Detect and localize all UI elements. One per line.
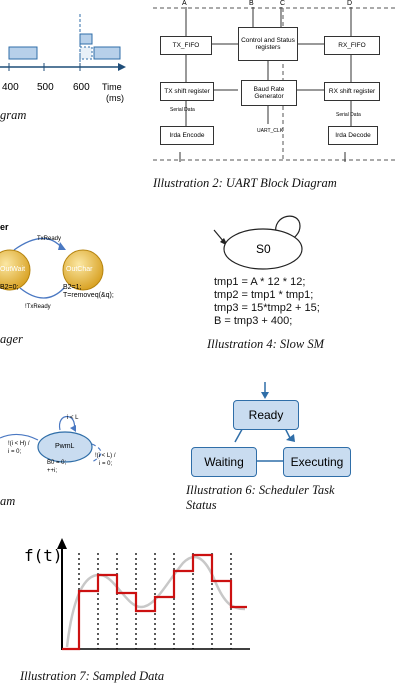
timeline-svg xyxy=(0,14,126,71)
state-pwml xyxy=(37,431,93,463)
tx-fifo-block: TX_FIFO xyxy=(160,36,212,55)
task-block-1 xyxy=(8,46,38,60)
pwm-self-loop: i < L xyxy=(67,415,79,421)
sampled-ylabel: f(t) xyxy=(24,546,63,565)
edge-not-txready: !TxReady xyxy=(25,304,51,310)
slow-sm-code: tmp1 = A * 12 * 12; tmp2 = tmp1 * tmp1; … xyxy=(214,276,320,328)
scheduler-caption-line-2: Status xyxy=(186,498,217,512)
uart-caption: Illustration 2: UART Block Diagram xyxy=(153,176,337,190)
y-axis-arrow xyxy=(57,538,67,549)
pwm-svg xyxy=(0,415,102,463)
task-block-2 xyxy=(79,33,93,45)
axis-label: Time xyxy=(102,82,122,92)
outchar-action-1: B2=1; xyxy=(63,284,82,291)
rx-fifo-block: RX_FIFO xyxy=(324,36,380,55)
pwm-left-edge-1: !(i < H) / xyxy=(8,441,30,447)
state-executing: Executing xyxy=(283,447,351,477)
caption-fragment-5: am xyxy=(0,494,16,508)
pwm-left-edge-2: i = 0; xyxy=(8,449,22,455)
tx-shift-block: TX shift register xyxy=(160,82,214,101)
state-s0 xyxy=(223,228,303,270)
code-line-3: tmp3 = 15*tmp2 + 15; xyxy=(214,302,320,314)
code-line-4: B = tmp3 + 400; xyxy=(214,315,293,327)
state-outchar-label: OutChar xyxy=(66,266,93,273)
sampled-svg xyxy=(57,538,250,651)
state-pwml-label: PwmL xyxy=(55,443,75,450)
state-ready: Ready xyxy=(233,400,299,430)
uart-lines xyxy=(153,6,398,162)
outwait-action: B2=0; xyxy=(0,284,19,291)
state-outwait xyxy=(0,249,31,291)
task-block-3 xyxy=(79,46,93,60)
rx-shift-block: RX shift register xyxy=(324,82,380,101)
timeline-axis-arrow xyxy=(118,63,126,71)
pwm-right-edge-2: i = 0; xyxy=(99,461,113,467)
pin-b: B xyxy=(249,0,254,7)
caption-fragment-1: gram xyxy=(0,108,27,122)
slow-sm-svg xyxy=(213,215,303,270)
task-block-4 xyxy=(93,46,121,60)
slow-sm-caption: Illustration 4: Slow SM xyxy=(207,337,325,351)
edge-txready: TxReady xyxy=(37,236,62,242)
uart-clk-label: UART_CLK xyxy=(257,128,284,134)
code-line-2: tmp2 = tmp1 * tmp1; xyxy=(214,289,314,301)
pin-d: D xyxy=(347,0,353,7)
scheduler-caption-line-1: Illustration 6: Scheduler Task xyxy=(186,483,335,497)
irda-decode-block: Irda Decode xyxy=(328,126,378,145)
code-line-1: tmp1 = A * 12 * 12; xyxy=(214,276,306,288)
pin-a: A xyxy=(182,0,187,7)
axis-unit: (ms) xyxy=(106,93,124,103)
scheduler-caption: Illustration 6: Scheduler Task Status xyxy=(186,483,335,513)
sampled-caption: Illustration 7: Sampled Data xyxy=(20,669,165,683)
baud-rate-block: Baud Rate Generator xyxy=(241,80,297,106)
pwm-right-edge-1: !(i < L) / xyxy=(95,453,116,459)
caption-fragment-3: ager xyxy=(0,332,23,346)
serial-data-left: Serial Data xyxy=(170,107,195,113)
sampled-signal xyxy=(62,553,247,651)
manager-svg xyxy=(0,237,104,299)
tick-label-500: 500 xyxy=(37,82,54,93)
state-outchar xyxy=(62,249,104,291)
tick-label-400: 400 xyxy=(2,82,19,93)
manager-title-fragment: er xyxy=(0,222,9,232)
outchar-action-2: T=removeq(&q); xyxy=(63,292,114,299)
continuous-signal xyxy=(65,555,246,648)
pwm-action-1: B0 = 0; xyxy=(47,460,67,466)
control-status-block: Control and Status registers xyxy=(238,27,298,61)
pwm-action-2: ++i; xyxy=(47,468,58,474)
irda-encode-block: Irda Encode xyxy=(160,126,214,145)
serial-data-right: Serial Data xyxy=(336,112,361,118)
pin-c: C xyxy=(280,0,286,7)
state-s0-label: S0 xyxy=(256,242,271,256)
tick-label-600: 600 xyxy=(73,82,90,93)
state-outwait-label: OutWait xyxy=(0,266,26,273)
state-waiting: Waiting xyxy=(191,447,257,477)
